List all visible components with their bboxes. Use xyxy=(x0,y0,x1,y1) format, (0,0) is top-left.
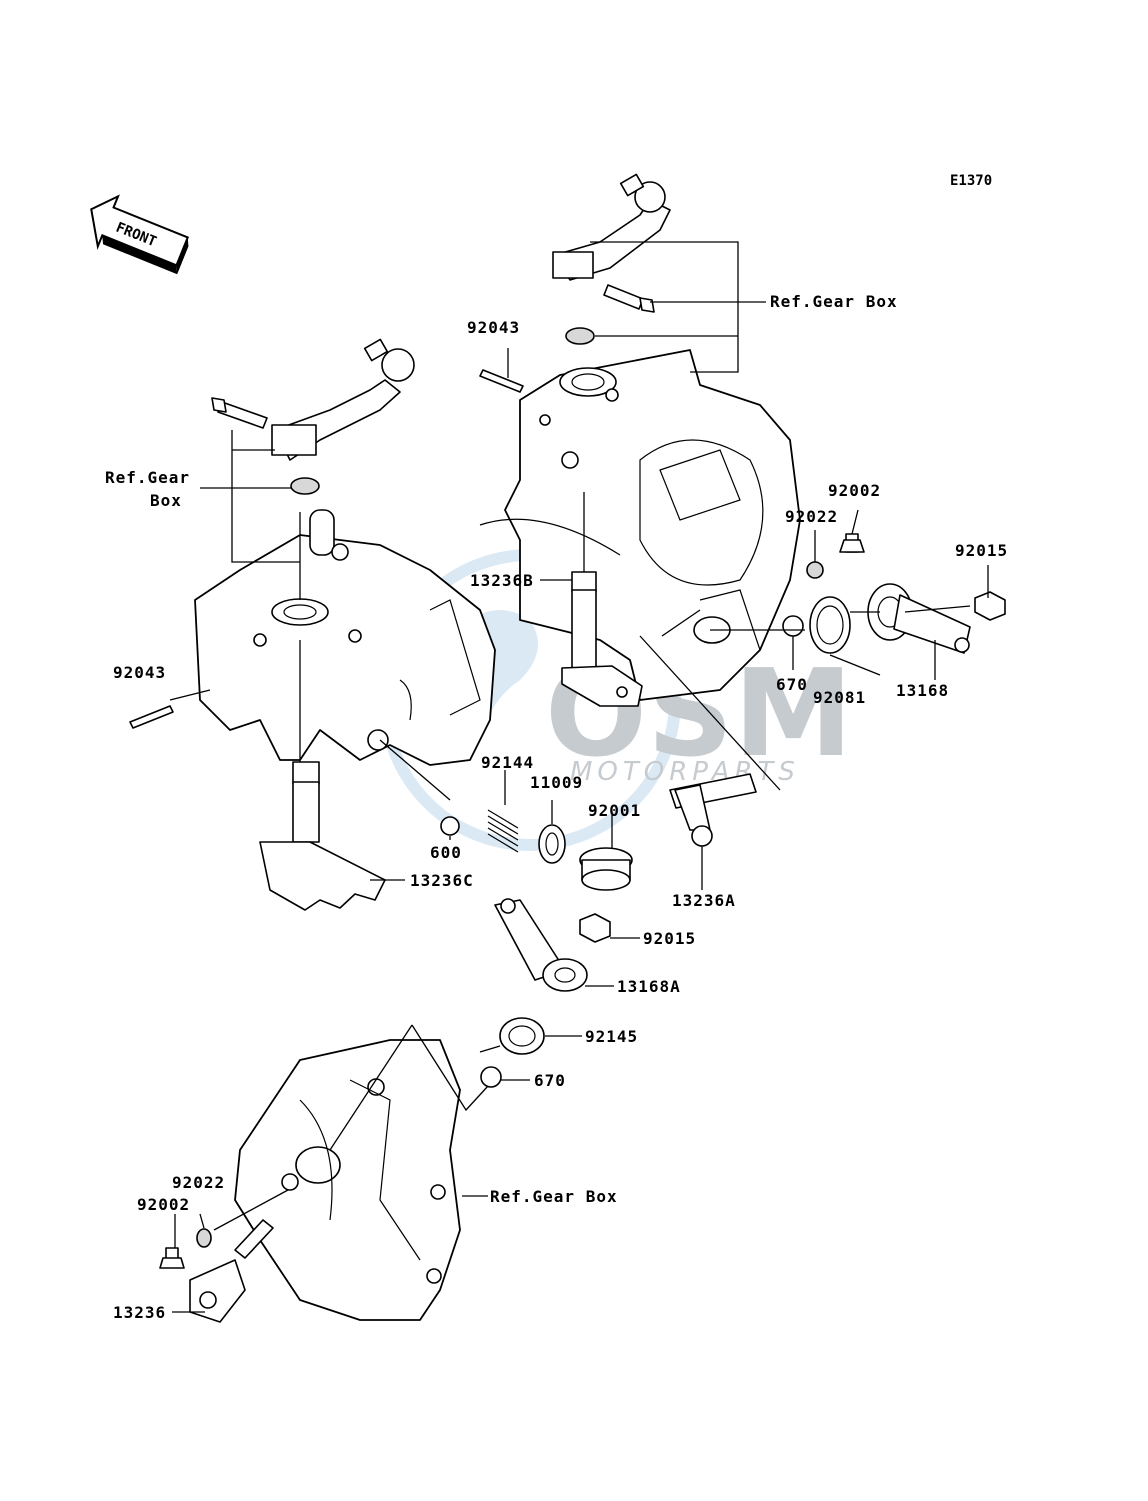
spring-92145 xyxy=(479,1017,545,1055)
shaft-13236B xyxy=(561,571,643,707)
bolt-92002-right xyxy=(839,533,865,553)
plug-92001 xyxy=(579,847,633,891)
ring-670-bottom xyxy=(480,1066,502,1088)
part-label-13168: 13168 xyxy=(896,681,949,700)
ref-gear-box-left-label-line1: Ref.Gear xyxy=(105,468,190,487)
part-label-670-bottom: 670 xyxy=(534,1071,566,1090)
part-label-92022-right: 92022 xyxy=(785,507,838,526)
part-label-92015-right: 92015 xyxy=(955,541,1008,560)
part-label-92002-bottom: 92002 xyxy=(137,1195,190,1214)
part-label-13236: 13236 xyxy=(113,1303,166,1322)
pin-92043-left xyxy=(129,705,174,729)
lever-13168 xyxy=(867,583,971,654)
part-label-92081: 92081 xyxy=(813,688,866,707)
lever-13168A xyxy=(494,898,588,992)
left-gear-case xyxy=(194,509,496,766)
upper-shift-lever xyxy=(552,173,671,345)
watermark-subtitle: MOTORPARTS xyxy=(570,757,800,787)
part-label-600: 600 xyxy=(430,843,462,862)
part-label-92015-mid: 92015 xyxy=(643,929,696,948)
spring-92081 xyxy=(809,596,881,676)
ball-600 xyxy=(440,816,460,836)
part-label-92144: 92144 xyxy=(481,753,534,772)
part-label-92043-left: 92043 xyxy=(113,663,166,682)
part-label-13236B: 13236B xyxy=(470,571,534,590)
part-label-13168A: 13168A xyxy=(617,977,681,996)
lower-gear-case xyxy=(234,1039,461,1321)
diagram-code: E1370 xyxy=(950,173,992,189)
part-label-92043-top: 92043 xyxy=(467,318,520,337)
part-label-92001: 92001 xyxy=(588,801,641,820)
nut-92015-mid xyxy=(579,913,611,943)
part-label-670-right: 670 xyxy=(776,675,808,694)
left-shift-lever xyxy=(211,338,415,495)
ring-670-right xyxy=(782,615,804,637)
nut-92015-right xyxy=(974,591,1006,621)
part-label-11009: 11009 xyxy=(530,773,583,792)
ref-gear-box-left-label-line2: Box xyxy=(150,491,182,510)
pin-92043-top xyxy=(479,369,524,393)
part-label-92145: 92145 xyxy=(585,1027,638,1046)
leader-lines xyxy=(169,241,989,1313)
ref-gear-box-bottom-label: Ref.Gear Box xyxy=(490,1187,618,1206)
bolt-92002-bottom xyxy=(159,1247,185,1269)
part-label-92022-bottom: 92022 xyxy=(172,1173,225,1192)
spring-92144 xyxy=(487,809,519,853)
shaft-13236A xyxy=(669,773,757,847)
part-label-92002-right: 92002 xyxy=(828,481,881,500)
front-arrow-icon: FRONT xyxy=(90,194,190,275)
shaft-13236 xyxy=(189,1219,274,1323)
part-label-13236C: 13236C xyxy=(410,871,474,890)
part-label-13236A: 13236A xyxy=(672,891,736,910)
washer-92022-bottom xyxy=(196,1228,212,1248)
ref-gear-box-top-label: Ref.Gear Box xyxy=(770,292,898,311)
washer-11009 xyxy=(538,824,566,864)
washer-92022-right xyxy=(806,561,824,579)
shaft-13236C xyxy=(259,761,386,911)
